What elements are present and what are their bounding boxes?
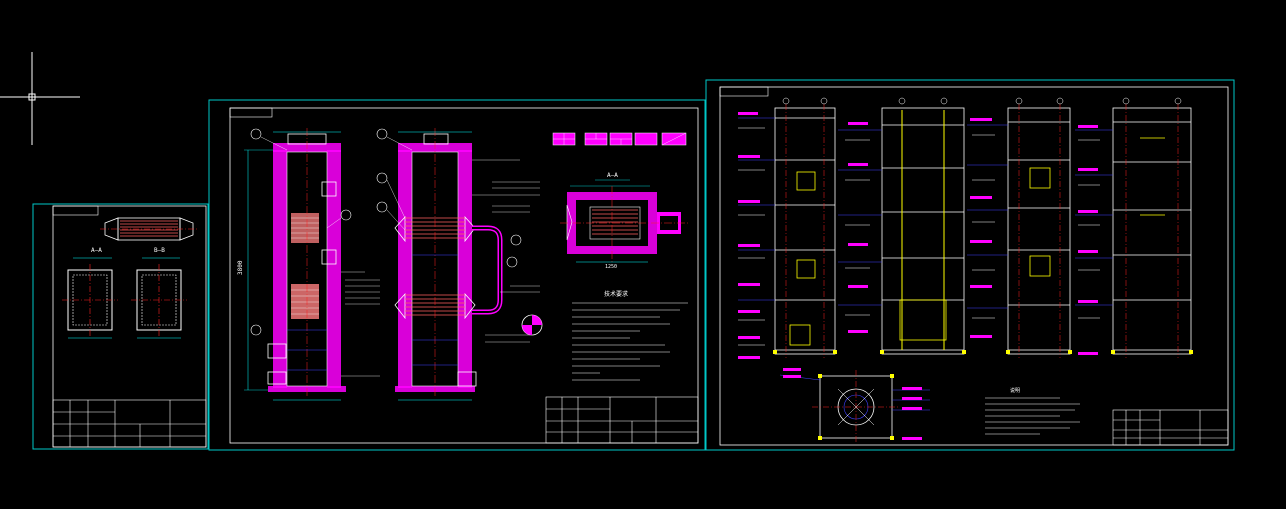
steel-frame-elevation-3	[1006, 104, 1072, 358]
height-dimension-label: 3800	[237, 260, 244, 275]
elevation-markers	[738, 117, 1113, 309]
general-notes-title: 说明	[1010, 387, 1020, 394]
furnace-elevation-right	[376, 128, 543, 401]
foundation-plan-view	[779, 368, 930, 444]
elevation-marker-text	[738, 127, 1100, 346]
section-label-b-b: B—B	[154, 247, 165, 254]
section-label-a-a: A—A	[91, 247, 102, 254]
sheet-3-title-block	[1112, 409, 1229, 446]
sheet-2-title-block	[545, 396, 699, 444]
drawing-sheet-1: A—A B—B	[32, 203, 209, 450]
technical-notes: 技术要求	[572, 290, 688, 381]
general-notes: 说明	[985, 387, 1080, 435]
steel-frame-elevation-4	[1111, 104, 1193, 358]
material-legend	[552, 132, 687, 146]
sheet-2-inner-frame	[229, 107, 699, 444]
section-b-b-view	[131, 264, 187, 339]
sheet-1-inner-frame	[52, 205, 207, 448]
drawing-sheet-2: 3800	[208, 99, 706, 451]
plan-width-dimension: 1250	[605, 264, 617, 270]
technical-notes-title: 技术要求	[604, 290, 628, 298]
crosshair-cursor-icon	[0, 52, 80, 145]
elevation-marker-labels	[738, 112, 1098, 359]
steel-frame-elevation-2	[880, 107, 966, 355]
heat-exchanger-elevation	[100, 217, 198, 241]
section-a-a-plan: A—A 1250	[560, 172, 690, 270]
drawing-sheet-3: 说明	[705, 79, 1235, 451]
section-a-a-view	[62, 264, 118, 339]
grid-axis-bubbles	[782, 97, 1182, 105]
sheet-2-border	[208, 99, 706, 451]
sheet-3-border	[705, 79, 1235, 451]
steel-frame-elevation-1	[773, 104, 837, 358]
sheet-1-border	[32, 203, 209, 450]
sheet-3-inner-frame	[719, 86, 1229, 446]
furnace-elevation-left: 3800	[237, 128, 380, 401]
sheet-1-title-block	[52, 399, 207, 448]
plan-section-label: A—A	[607, 172, 618, 179]
